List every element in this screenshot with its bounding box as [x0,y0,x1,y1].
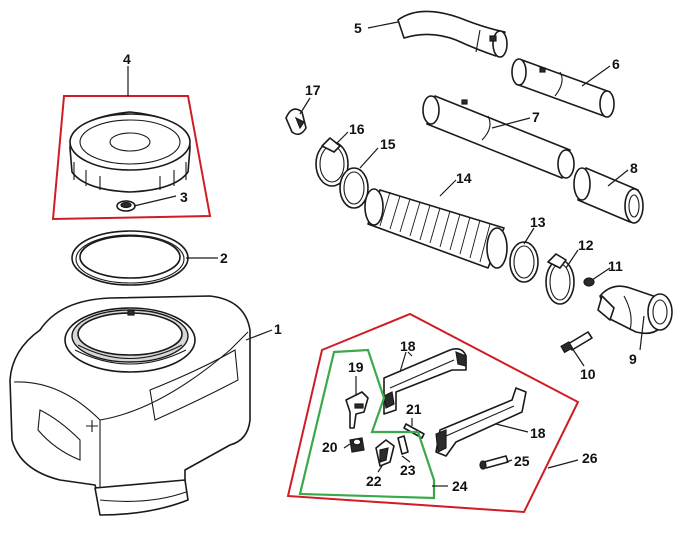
label-part-2: 2 [220,250,228,266]
part-small-cap [116,200,136,212]
label-part-7: 7 [532,109,540,125]
part-handle-19 [345,391,369,429]
label-part-1: 1 [274,321,282,337]
part-oring-13 [509,241,539,283]
label-part-22: 22 [366,473,382,489]
part-nut [583,277,595,287]
label-part-24: 24 [452,478,468,494]
label-part-8: 8 [630,160,638,176]
part-tube-8 [573,167,644,224]
label-part-21: 21 [406,401,422,417]
label-part-20: 20 [322,439,338,455]
part-bellows-hose [364,188,508,269]
label-part-18-lower: 18 [530,425,546,441]
part-gasket [71,230,189,286]
label-part-16: 16 [349,121,365,137]
part-screw-10 [560,331,593,354]
label-part-25: 25 [514,453,530,469]
highlight-box-lid-assembly [51,95,212,221]
label-part-13: 13 [530,214,546,230]
part-oring-15 [339,167,369,209]
label-part-11: 11 [608,258,623,274]
label-part-14: 14 [456,170,472,186]
label-part-9: 9 [629,351,637,367]
leader-lines [127,21,645,487]
label-part-18-upper: 18 [400,338,416,354]
label-part-23: 23 [400,462,416,478]
part-screw-25 [479,455,509,470]
highlight-box-frame-kit [286,312,580,514]
label-part-3: 3 [180,189,188,205]
part-bracket-upper [383,348,467,415]
part-clamp-12 [545,253,575,305]
label-part-15: 15 [380,136,396,152]
label-part-17: 17 [305,82,321,98]
part-elbow [597,285,673,335]
part-lid [69,111,191,193]
label-part-26: 26 [582,450,598,466]
part-tube-top [397,10,508,58]
label-part-12: 12 [578,237,594,253]
label-part-6: 6 [612,56,620,72]
part-bracket-lower [435,387,527,457]
label-part-19: 19 [348,359,364,375]
part-number-labels: 4 3 2 1 5 6 7 8 9 10 11 12 13 14 15 16 1… [123,20,638,494]
part-knob-20 [349,437,365,453]
part-tube-6 [511,58,615,118]
part-tank [9,295,251,516]
label-part-10: 10 [580,366,596,382]
label-part-4: 4 [123,51,131,67]
label-part-5: 5 [354,20,362,36]
highlight-box-lever-kit [298,348,436,500]
part-tube-7 [422,95,575,179]
part-clip [285,108,307,136]
part-lever-22 [375,439,395,467]
part-clamp-16 [315,137,349,187]
part-pin-23 [397,435,409,455]
